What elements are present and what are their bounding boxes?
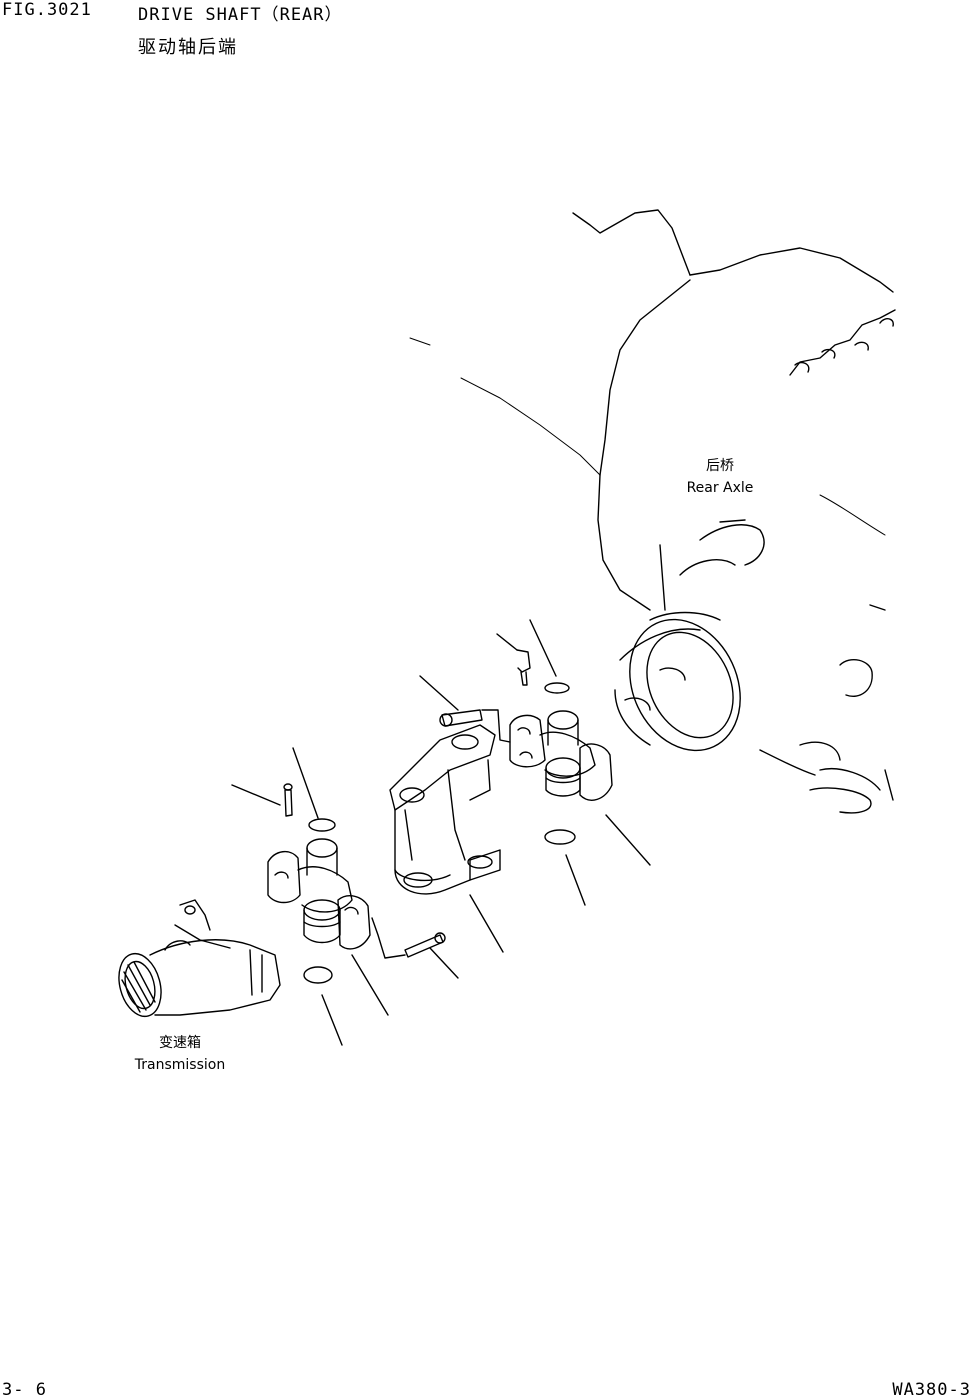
figure-number: FIG.3021 xyxy=(2,0,92,20)
transmission-label-english: Transmission xyxy=(134,1057,226,1073)
rear-universal-joint xyxy=(509,682,613,845)
rear-axle-housing xyxy=(409,209,896,814)
axle-pinion-flange xyxy=(614,519,765,752)
fittings-and-bolts xyxy=(283,649,531,959)
center-bearing-bracket xyxy=(389,724,501,895)
model-number: WA380-3 xyxy=(892,1380,971,1400)
transmission-output-housing xyxy=(118,899,281,1018)
callout-leader-lines xyxy=(231,619,651,1046)
figure-title-chinese: 驱动轴后端 xyxy=(138,37,238,58)
transmission-label: 变速箱 Transmission xyxy=(120,1032,240,1076)
front-universal-joint xyxy=(267,818,371,984)
page-number: 3- 6 xyxy=(2,1380,47,1400)
transmission-label-chinese: 变速箱 xyxy=(159,1035,201,1051)
rear-axle-label-chinese: 后桥 xyxy=(706,458,734,474)
rear-axle-label-english: Rear Axle xyxy=(686,480,754,496)
rear-axle-label: 后桥 Rear Axle xyxy=(670,455,770,499)
figure-title: DRIVE SHAFT（REAR） xyxy=(138,5,343,25)
